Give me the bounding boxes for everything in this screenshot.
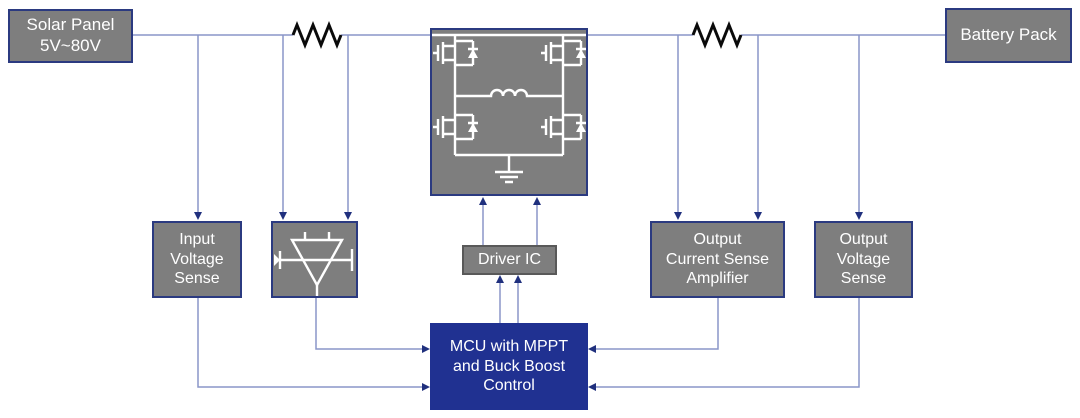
- output-shunt-resistor-icon: [691, 20, 743, 50]
- inductor-icon: [455, 88, 563, 98]
- arrowhead-down-icon: [279, 212, 287, 220]
- opamp-triangle: [289, 238, 345, 288]
- hbridge-circuit-icon: [432, 33, 586, 184]
- arrowhead-down-icon: [674, 212, 682, 220]
- wire: [197, 298, 422, 388]
- wire: [315, 298, 422, 350]
- wire-sense-drops: [197, 35, 860, 213]
- node-solar-panel: Solar Panel 5V~80V: [8, 9, 133, 63]
- arrowhead-up-icon: [533, 197, 541, 205]
- current-sense-amplifier-icon: [274, 232, 354, 296]
- arrowhead-up-icon: [496, 275, 504, 283]
- solar-panel-label: Solar Panel 5V~80V: [26, 15, 115, 55]
- arrowhead-up-icon: [514, 275, 522, 283]
- arrowhead-left-icon: [588, 383, 596, 391]
- arrowhead-right-icon: [422, 383, 430, 391]
- input-shunt-resistor-icon: [291, 20, 343, 50]
- wire-feedback-to-mcu: [197, 298, 860, 388]
- arrowhead-left-icon: [588, 345, 596, 353]
- mosfet-icon: [541, 39, 586, 67]
- node-output-current-sense-amplifier: Output Current Sense Amplifier: [650, 221, 785, 298]
- node-driver-ic: Driver IC: [462, 245, 557, 275]
- node-battery-pack: Battery Pack: [945, 8, 1072, 63]
- node-power-stage: [430, 28, 588, 196]
- terminal-wedge: [274, 254, 280, 266]
- arrowhead-up-icon: [479, 197, 487, 205]
- battery-pack-label: Battery Pack: [960, 25, 1057, 45]
- output-voltage-sense-label: Output Voltage Sense: [836, 231, 891, 288]
- output-current-sense-amplifier-label: Output Current Sense Amplifier: [665, 231, 770, 288]
- arrowhead-right-icon: [422, 345, 430, 353]
- arrowhead-down-icon: [855, 212, 863, 220]
- mosfet-icon: [433, 39, 478, 67]
- arrowhead-down-icon: [344, 212, 352, 220]
- node-input-current-sense-amplifier: [271, 221, 358, 298]
- arrowhead-down-icon: [754, 212, 762, 220]
- node-input-voltage-sense: Input Voltage Sense: [152, 221, 242, 298]
- input-voltage-sense-label: Input Voltage Sense: [170, 231, 224, 288]
- mosfet-icon: [433, 113, 478, 141]
- wire: [596, 298, 860, 388]
- arrowheads: [194, 197, 863, 391]
- input-pins: [303, 232, 331, 240]
- mcu-label: MCU with MPPT and Buck Boost Control: [449, 338, 569, 395]
- ground-icon: [495, 155, 523, 184]
- driver-ic-label: Driver IC: [477, 251, 542, 269]
- wire: [596, 298, 719, 350]
- node-mcu: MCU with MPPT and Buck Boost Control: [430, 323, 588, 410]
- node-output-voltage-sense: Output Voltage Sense: [814, 221, 913, 298]
- wire-driver-gates: [482, 205, 538, 323]
- arrowhead-down-icon: [194, 212, 202, 220]
- mosfet-icon: [541, 113, 586, 141]
